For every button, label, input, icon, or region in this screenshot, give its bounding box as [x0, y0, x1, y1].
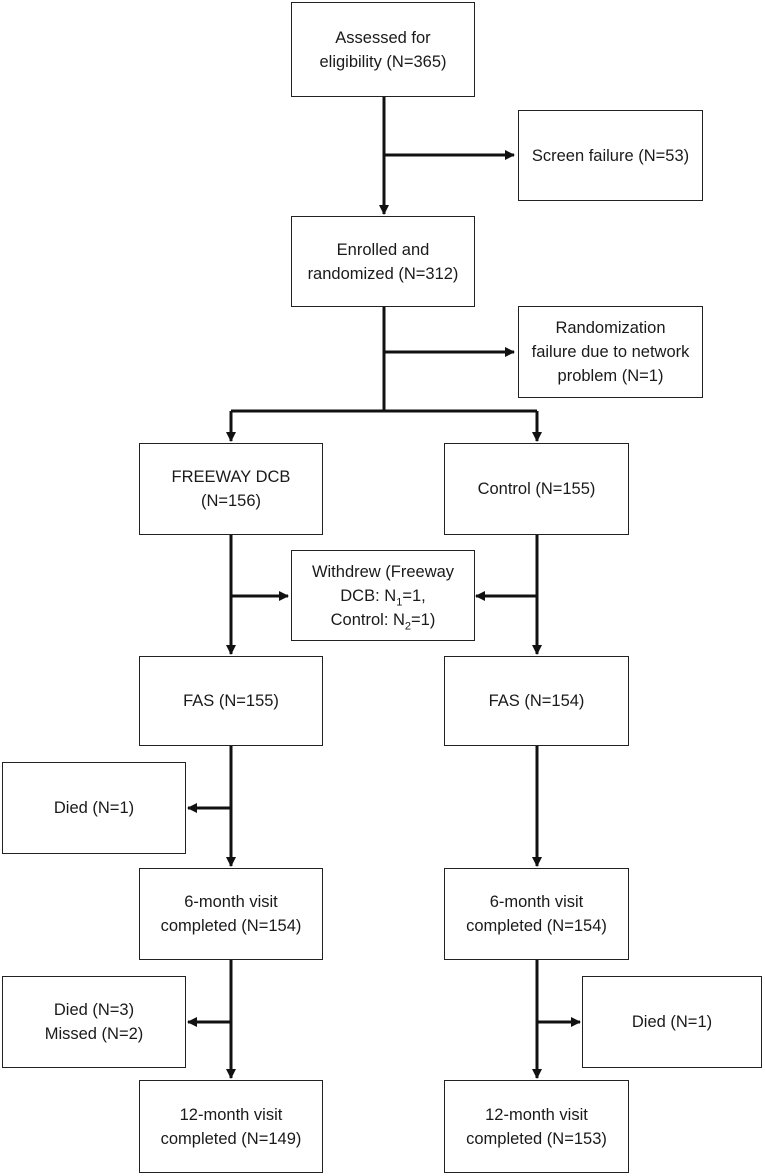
randomization-failure-text: Randomization failure due to network pro…: [531, 319, 690, 385]
died-missed-left-box: Died (N=3) Missed (N=2): [2, 976, 186, 1068]
twelve-month-left-text: 12-month visit completed (N=149): [160, 1105, 302, 1148]
control-text: Control (N=155): [477, 480, 596, 498]
six-month-left-text: 6-month visit completed (N=154): [160, 893, 302, 935]
withdrew-sub1: 1: [396, 595, 403, 608]
enrolled-box: Enrolled and randomized (N=312): [291, 216, 475, 307]
withdrew-line3: Control: N2=1): [312, 608, 454, 632]
assessed-text: Assessed for eligibility (N=365): [319, 28, 447, 71]
withdrew-box: Withdrew (Freeway DCB: N1=1, Control: N2…: [291, 550, 475, 641]
withdrew-line2-post: =1,: [402, 586, 426, 605]
withdrew-sub2: 2: [404, 619, 412, 632]
fas-right-text: FAS (N=154): [488, 692, 585, 710]
six-month-right-text: 6-month visit completed (N=154): [466, 893, 607, 935]
assessed-box: Assessed for eligibility (N=365): [291, 2, 475, 97]
enrolled-text: Enrolled and randomized (N=312): [307, 240, 459, 283]
withdrew-line1: Withdrew (Freeway: [311, 562, 455, 581]
control-box: Control (N=155): [444, 443, 629, 535]
fas-left-box: FAS (N=155): [139, 656, 323, 746]
freeway-dcb-text: FREEWAY DCB (N=156): [171, 468, 291, 510]
died-right-text: Died (N=1): [631, 1013, 713, 1031]
fas-left-text: FAS (N=155): [183, 692, 279, 710]
twelve-month-left-box: 12-month visit completed (N=149): [139, 1080, 323, 1173]
withdrew-line2: DCB: N1=1,: [312, 584, 454, 608]
fas-right-box: FAS (N=154): [444, 656, 629, 746]
freeway-dcb-box: FREEWAY DCB (N=156): [139, 443, 323, 535]
screen-failure-text: Screen failure (N=53): [531, 146, 690, 165]
died-right-box: Died (N=1): [582, 976, 762, 1068]
died-missed-left-text: Died (N=3) Missed (N=2): [44, 1001, 144, 1043]
twelve-month-right-box: 12-month visit completed (N=153): [444, 1080, 629, 1173]
withdrew-text: Withdrew (Freeway DCB: N1=1, Control: N2…: [312, 560, 454, 632]
screen-failure-box: Screen failure (N=53): [518, 110, 703, 201]
died-left-1-box: Died (N=1): [2, 762, 186, 854]
six-month-left-box: 6-month visit completed (N=154): [139, 868, 323, 960]
withdrew-line2-pre: DCB: N: [340, 586, 397, 605]
randomization-failure-box: Randomization failure due to network pro…: [518, 306, 703, 398]
twelve-month-right-text: 12-month visit completed (N=153): [466, 1105, 607, 1148]
withdrew-line3-post: =1): [411, 610, 436, 629]
died-left-1-text: Died (N=1): [53, 799, 135, 817]
six-month-right-box: 6-month visit completed (N=154): [444, 868, 629, 960]
withdrew-line3-pre: Control: N: [330, 610, 405, 629]
